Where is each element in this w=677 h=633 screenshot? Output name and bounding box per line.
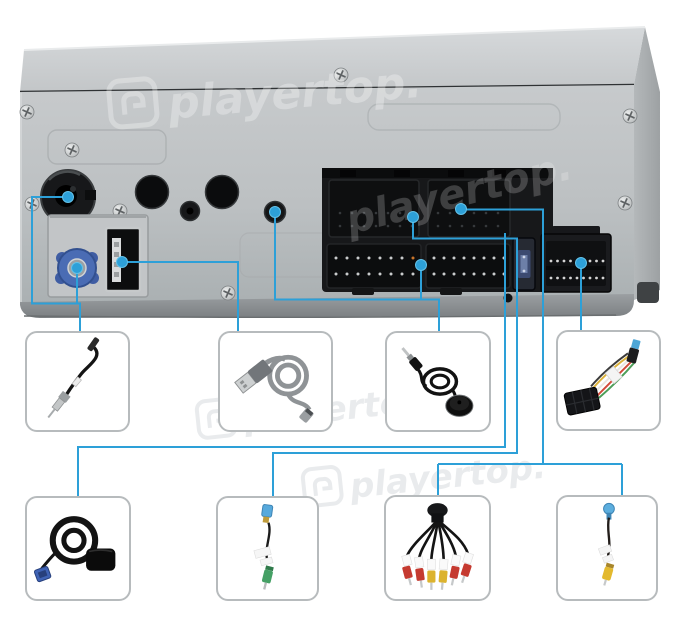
callout-line-av <box>437 208 623 495</box>
iso-socket-d <box>425 243 511 289</box>
callout-dot-usb <box>116 256 128 268</box>
accessory-card-antenna-adapter-cable <box>25 331 130 432</box>
callout-line-gps <box>77 233 506 496</box>
screw-icon <box>617 195 633 211</box>
screw-icon <box>64 142 80 158</box>
aux-jack <box>179 200 201 222</box>
callout-dot-microphone <box>269 206 281 218</box>
microphone-illustration <box>401 347 474 417</box>
callout-dot-power <box>575 257 587 269</box>
callout-line-usb <box>122 261 239 331</box>
pressed-panel-outline <box>47 129 167 165</box>
callout-dot-socket-c <box>415 259 427 271</box>
video-cable-illustration <box>597 502 615 586</box>
callout-lines <box>31 196 623 496</box>
screw-icon <box>220 285 236 301</box>
camera-cable-illustration <box>253 504 274 590</box>
gps-antenna-illustration <box>33 516 116 583</box>
antenna-adapter-illustration <box>47 337 100 419</box>
callout-dot-socket-a <box>407 211 419 223</box>
callout-dot-socket-b <box>455 203 467 215</box>
accessory-card-wiring-harness <box>556 330 661 431</box>
main-power-connector <box>540 226 612 293</box>
pressed-panel-outline <box>367 103 561 131</box>
iso-socket-c <box>326 243 422 289</box>
callout-dots <box>62 191 587 274</box>
chassis-bottom-edge <box>20 294 634 318</box>
gps-fakra-connector <box>55 248 99 288</box>
accessory-card-rca-av-cable <box>384 495 491 601</box>
callout-line-camera <box>272 217 518 496</box>
accessory-card-video-input-cable <box>556 495 658 601</box>
wiring-harness-illustration <box>563 339 641 416</box>
accessory-card-gps-antenna <box>25 496 131 601</box>
iso-socket-a <box>328 179 420 238</box>
chassis-right-side <box>634 27 660 300</box>
accessory-card-camera-video-cable <box>216 496 319 601</box>
accessory-card-usb-extension-cable <box>218 331 333 432</box>
fuse-holder <box>512 237 536 291</box>
callout-dot-antenna <box>62 191 74 203</box>
usb-cable-illustration <box>234 354 314 423</box>
chassis-corner-notch <box>637 282 659 303</box>
screw-icon <box>19 104 35 120</box>
chassis-top-face <box>20 27 645 92</box>
mounting-hole <box>204 174 240 210</box>
screw-icon <box>622 108 638 124</box>
accessory-card-external-microphone <box>385 331 491 432</box>
rca-av-cable-illustration <box>401 503 474 590</box>
callout-dot-fakra <box>71 262 83 274</box>
mounting-hole <box>134 174 170 210</box>
